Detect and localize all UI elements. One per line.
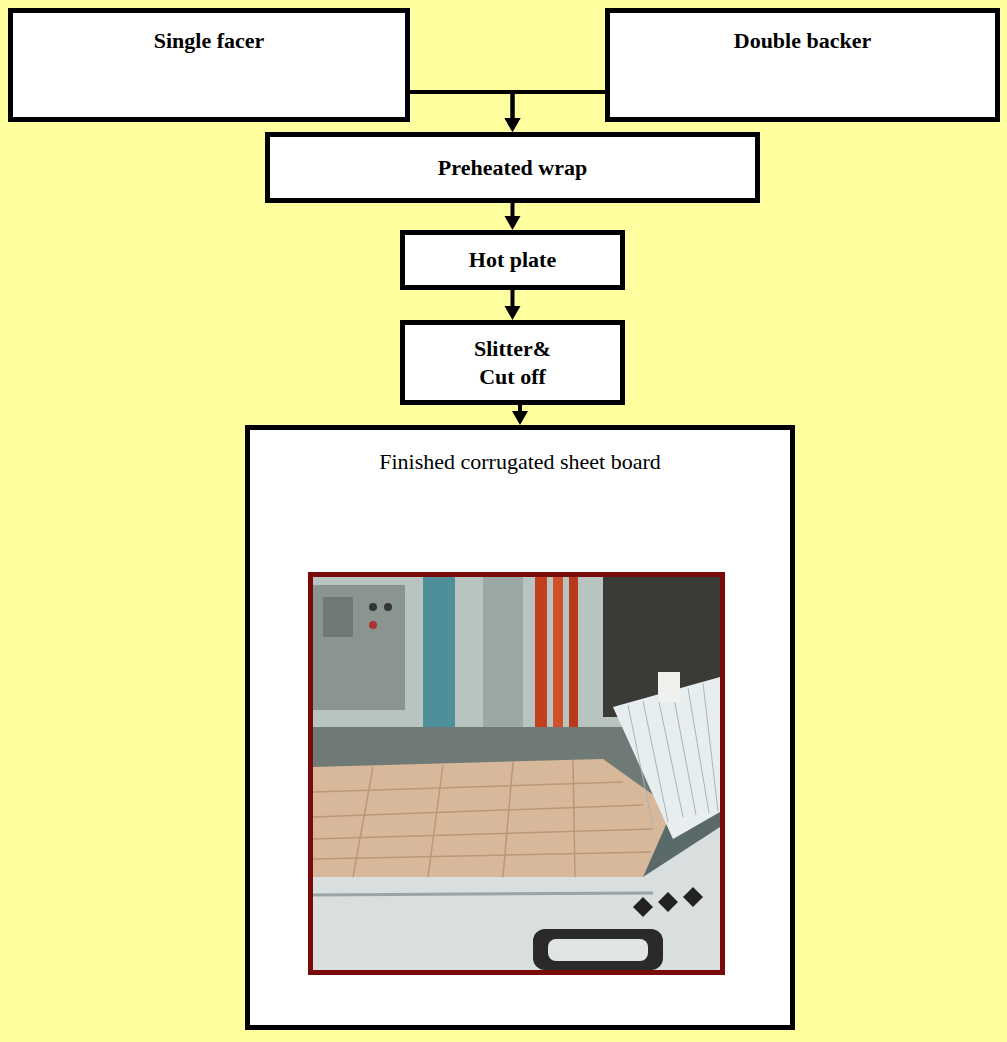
arrow-connector [410, 92, 521, 132]
arrow-connector [505, 203, 521, 230]
arrow-head [505, 118, 521, 132]
output-label: Finished corrugated sheet board [379, 448, 661, 476]
arrow-head [512, 411, 528, 425]
arrow-head [505, 118, 521, 132]
connector-line [513, 92, 606, 118]
step-label: Slitter& Cut off [458, 335, 568, 390]
step-label: Hot plate [469, 246, 556, 274]
output-box: Finished corrugated sheet board [245, 425, 795, 1030]
process-box: Double backer [605, 8, 1000, 122]
arrow-connector [505, 92, 606, 132]
process-box: Preheated wrap [265, 132, 760, 203]
arrow-connector [512, 405, 528, 425]
connector-line [410, 92, 513, 118]
connector-line [518, 405, 522, 411]
process-box: Hot plate [400, 230, 625, 290]
connector-line [511, 290, 515, 306]
step-label: Preheated wrap [438, 154, 587, 182]
arrow-head [505, 306, 521, 320]
step-label: Single facer [154, 27, 265, 55]
process-box: Single facer [8, 8, 410, 122]
arrow-connector [505, 290, 521, 320]
factory-photo [308, 572, 725, 975]
step-label: Double backer [734, 27, 872, 55]
arrow-head [505, 216, 521, 230]
connector-line [511, 203, 515, 216]
process-box: Slitter& Cut off [400, 320, 625, 405]
